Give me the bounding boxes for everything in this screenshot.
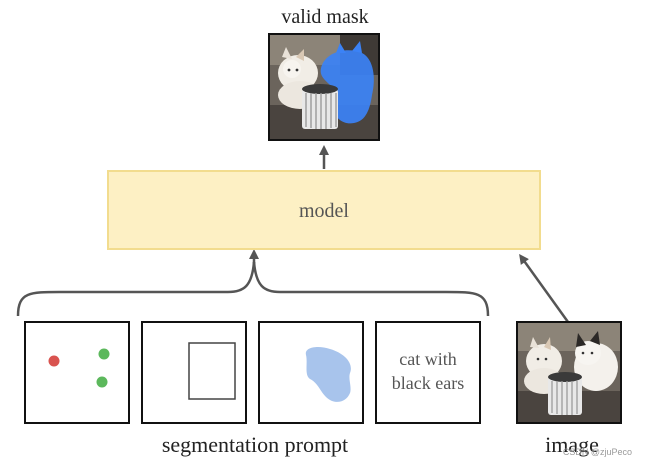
text-prompt: cat with black ears: [377, 347, 479, 395]
prompt-box-panel: [141, 321, 247, 424]
mask-blob: [305, 347, 351, 402]
model-box: model: [107, 170, 541, 250]
prompt-group-label: segmentation prompt: [161, 432, 349, 457]
prompt-mask-panel: [258, 321, 364, 424]
negative-point: [48, 355, 60, 367]
output-mask-image: [268, 33, 380, 141]
positive-point: [98, 348, 110, 360]
input-image: [516, 321, 622, 424]
output-photo-illustration: [270, 35, 378, 139]
positive-point: [96, 376, 108, 388]
text-prompt-line-1: cat with: [399, 349, 457, 369]
watermark: CSDN @zjuPeco: [562, 447, 632, 457]
prompt-points-panel: [24, 321, 130, 424]
mask-illustration: [305, 347, 351, 402]
arrow-image-to-model: [519, 253, 570, 323]
model-label: model: [299, 200, 349, 222]
text-prompt-line-2: black ears: [391, 373, 465, 393]
bounding-box: [188, 342, 236, 400]
output-title: valid mask: [281, 6, 369, 28]
image-label: image: [545, 432, 599, 457]
brace-left-half: [16, 261, 256, 317]
points-illustration: [48, 348, 110, 388]
prompt-text-panel: cat with black ears: [375, 321, 481, 424]
input-photo-illustration: [518, 323, 620, 422]
box-illustration: [188, 342, 236, 400]
brace-right-half: [252, 261, 490, 317]
